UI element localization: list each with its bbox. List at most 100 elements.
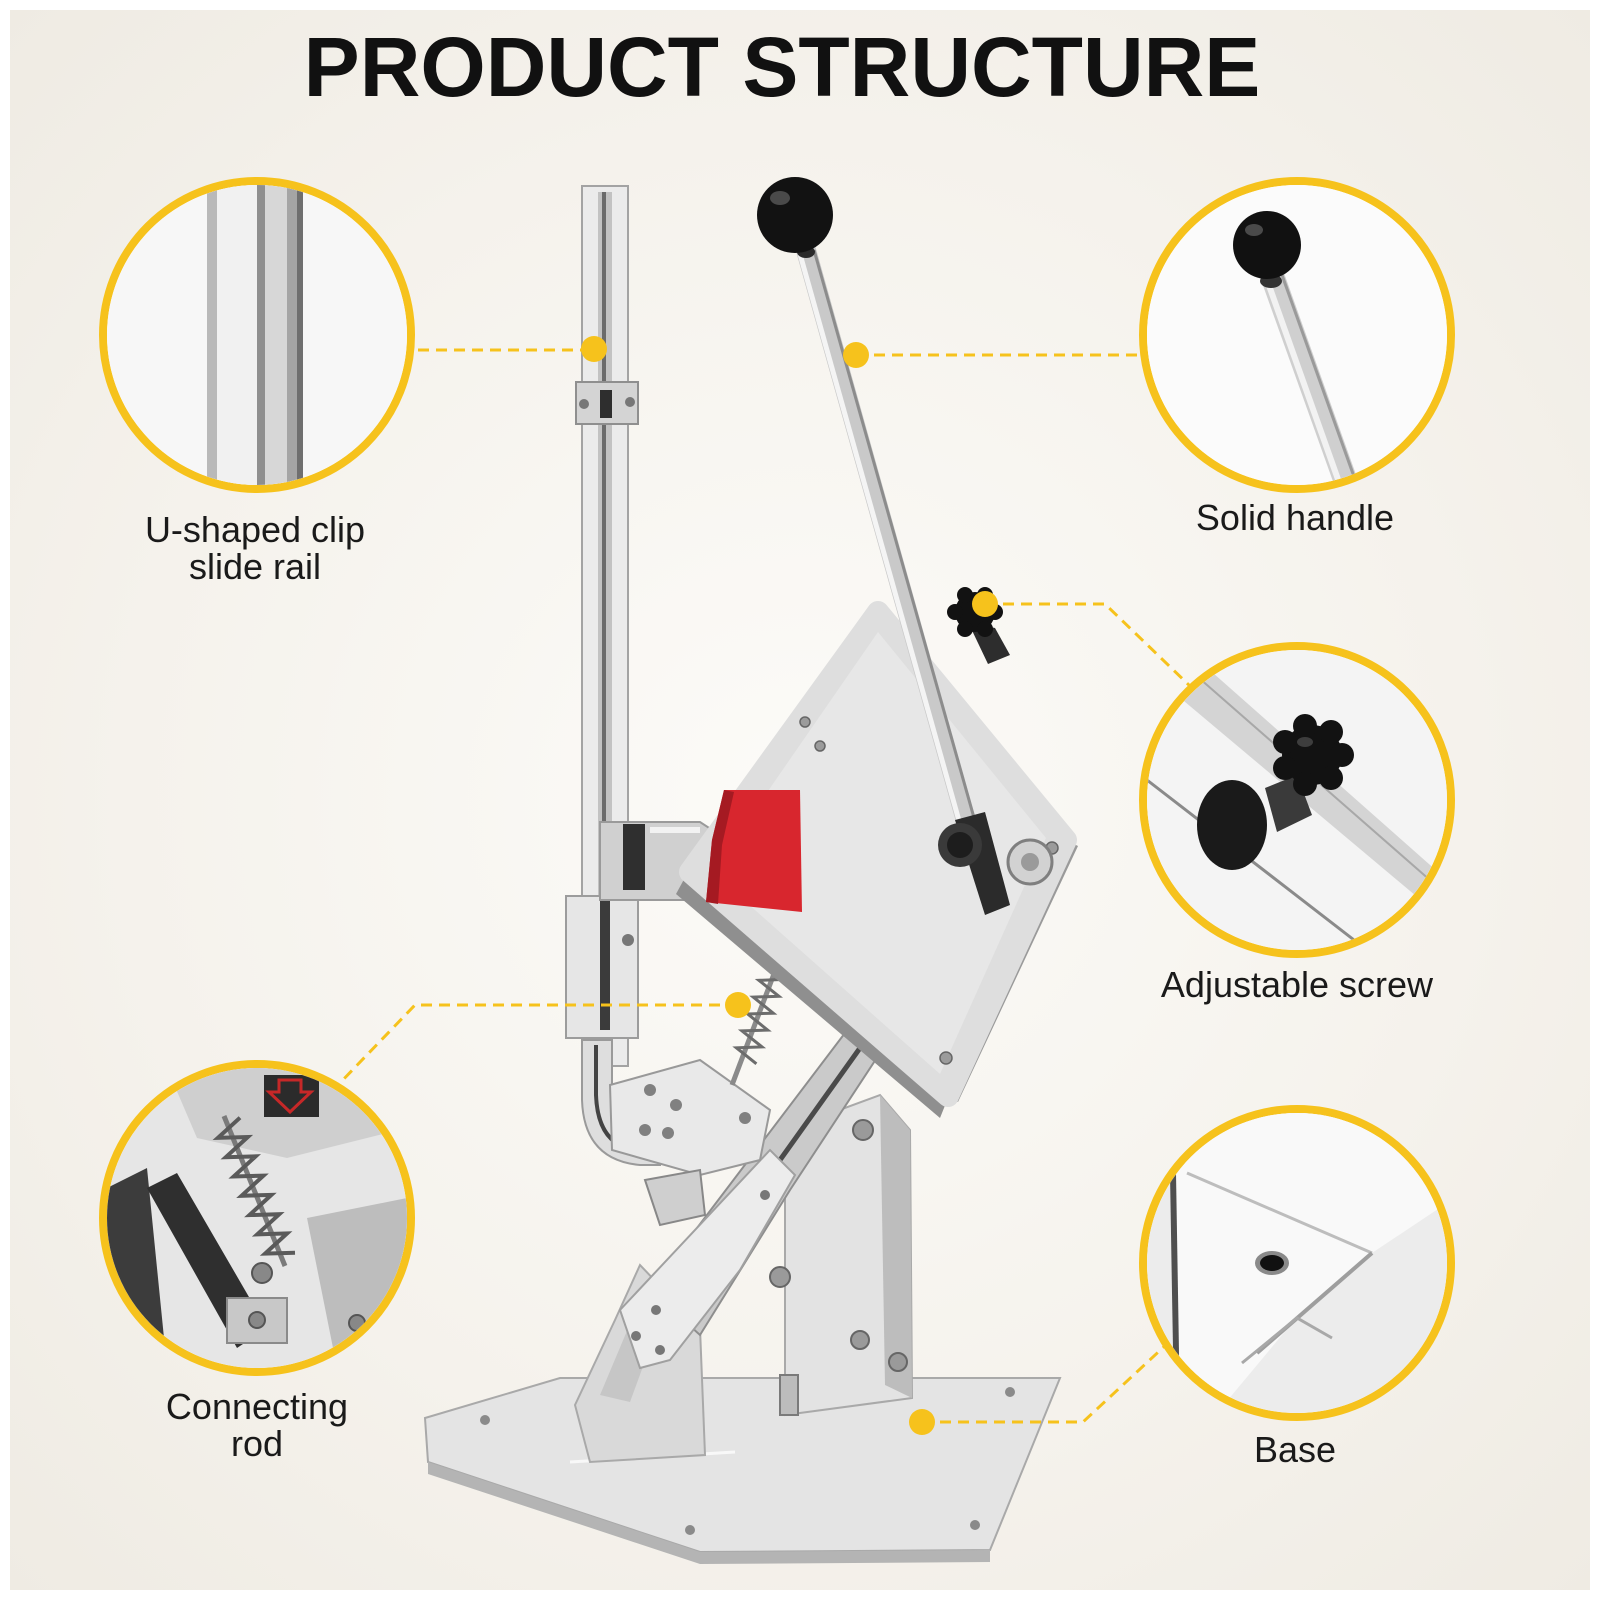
stand-bolt — [779, 1374, 799, 1416]
clip-mechanism — [608, 1058, 772, 1227]
label-line: Adjustable screw — [1160, 964, 1434, 1005]
label-line: Base — [1253, 1429, 1337, 1470]
spring-shaft — [221, 1115, 288, 1267]
handle-ball — [1233, 211, 1301, 279]
stand-screw — [888, 1352, 908, 1372]
label-solid-handle: Solid handle — [1095, 499, 1495, 536]
handle-rod — [1260, 270, 1359, 485]
rail-groove-side — [287, 185, 297, 485]
housing-screw — [799, 716, 811, 728]
handle-ball — [757, 177, 833, 253]
knob-highlight — [1297, 737, 1313, 747]
rail-screw — [625, 397, 635, 407]
track-hole — [651, 1305, 661, 1315]
callout-dot-slide-rail — [581, 336, 607, 362]
callout-dots — [581, 336, 998, 1435]
callout-dot-base — [909, 1409, 935, 1435]
stand-screw — [769, 1266, 791, 1288]
mechanism-hole — [639, 1124, 651, 1136]
knob-lobe — [1273, 730, 1297, 754]
zoom-image-slide-rail — [107, 185, 407, 485]
screw-seat — [1197, 780, 1267, 870]
base-hole — [480, 1415, 490, 1425]
knob-lobe — [1330, 743, 1354, 767]
track-hole — [655, 1345, 665, 1355]
connector-dark-block — [623, 824, 645, 890]
connecting-rod-spring — [212, 1116, 296, 1256]
mechanism-screw — [248, 1311, 266, 1329]
housing-edge-line — [1147, 778, 1368, 950]
knob-lobe — [957, 587, 973, 603]
connector-line-base — [922, 1341, 1170, 1424]
pivot-bolt-center — [1021, 853, 1039, 871]
page-title: PRODUCT STRUCTURE — [303, 20, 1261, 114]
handle-ball-highlight — [1245, 224, 1263, 236]
zoom-circle-adjustable-screw — [1139, 642, 1455, 958]
rail-bracket-dark — [600, 390, 612, 418]
connector-line-connecting-rod — [336, 1003, 738, 1087]
knob-lobe — [1319, 720, 1343, 744]
red-label — [706, 790, 802, 912]
mechanism-hole — [739, 1112, 751, 1124]
base-plate-top-edge — [1186, 1171, 1373, 1255]
stand-screw — [852, 1119, 874, 1141]
handle-rod-shadow — [812, 249, 980, 833]
screw-hole — [1260, 1255, 1284, 1271]
label-line: slide rail — [188, 546, 322, 587]
rail-screw — [622, 934, 634, 946]
connector-line-adjustable-screw — [985, 602, 1194, 690]
handle-rod-highlight — [1263, 275, 1343, 485]
callout-dot-handle — [843, 342, 869, 368]
rail-screw — [579, 399, 589, 409]
base-plate-edge — [428, 1462, 990, 1564]
mechanism-hole — [644, 1084, 656, 1096]
handle-collar-inner — [947, 832, 973, 858]
label-base: Base — [1095, 1431, 1495, 1468]
handle-rod-highlight — [797, 253, 966, 836]
connector-highlight — [650, 827, 700, 833]
knob-lobe — [977, 621, 993, 637]
handle-rod — [796, 240, 980, 845]
rail-edge — [207, 185, 217, 485]
knob-lobe — [1293, 714, 1317, 738]
rail-groove-band — [265, 185, 287, 485]
knob-lobe — [1319, 766, 1343, 790]
label-adjustable-screw: Adjustable screw — [1097, 966, 1497, 1003]
stand-screw — [850, 1330, 870, 1350]
red-label-shade — [706, 790, 734, 904]
warning-arrow-icon — [265, 1078, 315, 1115]
handle-rod-shadow — [1280, 274, 1359, 485]
zoom-image-connecting-rod — [107, 1068, 407, 1368]
handle-ball-highlight — [770, 191, 790, 205]
mechanism-screw — [251, 1262, 273, 1284]
housing-depth — [676, 872, 948, 1118]
knob-lobe — [957, 621, 973, 637]
housing-screw — [814, 740, 826, 752]
stand — [573, 1093, 914, 1464]
label-line: Connecting — [165, 1386, 349, 1427]
base-plate-face — [1172, 1113, 1447, 1413]
rail-lower-guard-dark — [600, 900, 610, 1030]
housing-screw — [939, 1051, 953, 1065]
track-hole — [760, 1190, 770, 1200]
base-hole — [1005, 1387, 1015, 1397]
zoom-image-base — [1147, 1113, 1447, 1413]
base-hole — [970, 1520, 980, 1530]
knob-lobe — [1293, 772, 1317, 796]
label-slide-rail: U-shaped clip slide rail — [55, 511, 455, 585]
track-hole — [631, 1331, 641, 1341]
zoom-image-handle — [1147, 185, 1447, 485]
knob-lobe — [947, 604, 963, 620]
rail-groove-line — [257, 185, 265, 485]
callout-dot-connecting-rod — [725, 992, 751, 1018]
callout-dot-adjustable-screw — [972, 591, 998, 617]
zoom-circle-slide-rail — [99, 177, 415, 493]
lower-jaw — [643, 1168, 707, 1227]
mechanism-screw — [348, 1314, 366, 1332]
label-line: U-shaped clip — [144, 509, 366, 550]
feed-track — [618, 998, 907, 1370]
zoom-image-adjustable-screw — [1147, 650, 1447, 950]
label-line: Solid handle — [1195, 497, 1395, 538]
